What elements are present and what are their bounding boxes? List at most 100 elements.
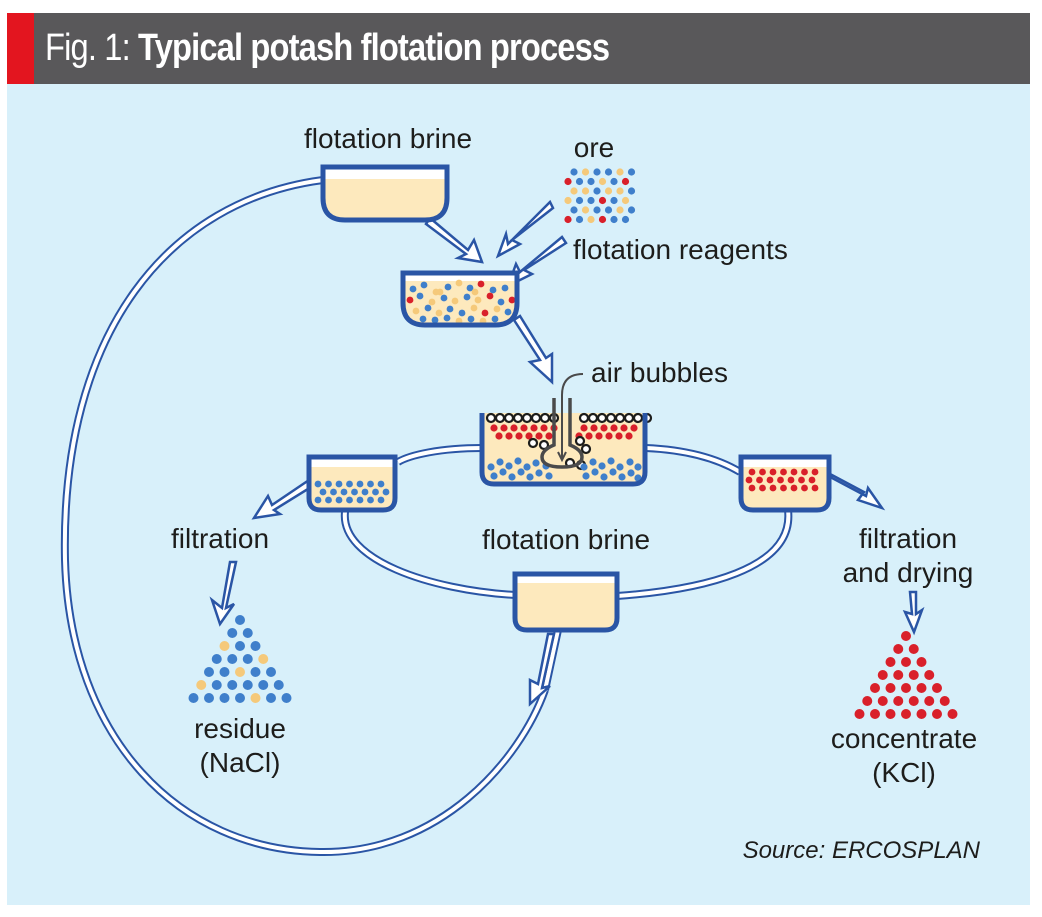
mixer-particle bbox=[428, 298, 436, 306]
air-bubbles-leader bbox=[561, 373, 584, 396]
kcl-particle bbox=[620, 424, 628, 432]
ore-particle bbox=[598, 196, 607, 205]
nacl-particle bbox=[607, 457, 615, 465]
mixer-particle bbox=[412, 307, 420, 315]
ore-particle bbox=[610, 215, 618, 224]
residue-particle bbox=[242, 680, 253, 690]
residue-particle bbox=[227, 654, 238, 664]
arrow-brine-down-to-loop bbox=[528, 632, 556, 707]
air-bubble bbox=[580, 443, 592, 455]
kcl-particle bbox=[780, 468, 787, 476]
pipe-right-tank-to-brine bbox=[616, 509, 793, 600]
mixer-particle bbox=[440, 294, 448, 302]
residue-particle bbox=[227, 628, 238, 638]
air-bubble bbox=[494, 412, 506, 424]
ore-particle bbox=[581, 187, 590, 195]
air-bubble bbox=[623, 412, 635, 424]
label-air-bubbles: air bubbles bbox=[591, 357, 728, 388]
nacl-particle bbox=[356, 480, 364, 488]
kcl-particle bbox=[748, 468, 756, 476]
nacl-particle bbox=[382, 488, 390, 496]
ore-particle bbox=[587, 196, 595, 205]
nacl-particle bbox=[618, 473, 626, 481]
arrow-brine-to-mixer bbox=[424, 216, 484, 264]
nacl-particle bbox=[591, 468, 599, 476]
nacl-particle bbox=[523, 463, 531, 471]
ore-particle bbox=[621, 177, 630, 186]
nacl-particle bbox=[325, 496, 332, 504]
mixer-particle bbox=[446, 305, 454, 313]
kcl-particle bbox=[769, 468, 777, 476]
kcl-particle bbox=[777, 476, 784, 484]
ore-particle bbox=[581, 168, 590, 176]
concentrate-particle bbox=[947, 709, 958, 719]
tank-tailings bbox=[306, 454, 398, 513]
concentrate-particle bbox=[916, 683, 927, 693]
arrow-ore-to-mixer bbox=[495, 199, 555, 259]
nacl-particle bbox=[367, 480, 374, 488]
mixer-particle bbox=[435, 309, 443, 317]
concentrate-particle bbox=[916, 709, 927, 719]
concentrate-particle bbox=[862, 696, 873, 706]
ore-particle bbox=[575, 177, 584, 186]
residue-particle bbox=[188, 693, 199, 703]
ore-particle bbox=[627, 168, 636, 176]
kcl-particle bbox=[520, 424, 528, 432]
concentrate-particle bbox=[893, 696, 904, 706]
residue-particle bbox=[250, 641, 261, 651]
nacl-particle bbox=[526, 473, 534, 481]
tank-flotation-brine-bottom bbox=[512, 571, 620, 633]
residue-particle bbox=[204, 693, 214, 703]
nacl-particle bbox=[517, 468, 525, 476]
concentrate-particle bbox=[924, 670, 935, 680]
kcl-particle bbox=[540, 424, 548, 432]
pipe-brine-to-loop bbox=[541, 629, 562, 691]
mixer-particle bbox=[467, 315, 475, 323]
arrow-filtration-to-concentrate bbox=[902, 590, 925, 636]
figure-number: Fig. 1: bbox=[45, 27, 139, 69]
concentrate-particle bbox=[885, 709, 896, 719]
nacl-particle bbox=[377, 496, 385, 504]
residue-particle bbox=[204, 667, 214, 677]
mixer-particle bbox=[444, 283, 452, 291]
nacl-particle bbox=[508, 473, 516, 481]
air-bubble bbox=[587, 412, 599, 424]
concentrate-particle bbox=[908, 644, 919, 654]
nacl-particle bbox=[598, 462, 606, 470]
residue-pile-nacl bbox=[188, 615, 292, 703]
ore-particle bbox=[621, 196, 630, 205]
mixer-particle bbox=[493, 305, 501, 313]
label-filtration-and-drying-line2: and drying bbox=[843, 557, 974, 588]
mixer-particle bbox=[463, 293, 471, 301]
concentrate-particle bbox=[893, 670, 904, 680]
residue-particle bbox=[258, 654, 269, 664]
nacl-particle bbox=[580, 463, 588, 471]
mixer-particle bbox=[508, 296, 516, 304]
nacl-particle bbox=[627, 469, 635, 477]
tank-flotation-brine-top bbox=[320, 164, 450, 223]
kcl-particle bbox=[759, 484, 766, 492]
mixer-particle bbox=[477, 280, 485, 288]
mixer-particle bbox=[436, 288, 444, 296]
ore-particle bbox=[604, 168, 613, 176]
kcl-particle bbox=[530, 424, 538, 432]
ore-particle bbox=[587, 177, 595, 186]
ore-particle bbox=[564, 177, 572, 186]
pipe-return-loop bbox=[60, 176, 549, 857]
concentrate-particle bbox=[877, 696, 888, 706]
kcl-particle bbox=[515, 432, 523, 440]
ore-particle bbox=[616, 187, 624, 195]
ore-particle bbox=[570, 206, 578, 214]
nacl-particle bbox=[616, 463, 624, 471]
diagram-panel bbox=[7, 84, 1030, 905]
kcl-particle bbox=[610, 424, 618, 432]
flotation-cell bbox=[479, 373, 653, 487]
concentrate-particle bbox=[908, 696, 919, 706]
nacl-particle bbox=[634, 463, 642, 471]
kcl-particle bbox=[790, 468, 798, 476]
concentrate-particle bbox=[901, 683, 911, 693]
figure-title-text: Typical potash flotation process bbox=[138, 27, 610, 69]
nacl-particle bbox=[340, 488, 348, 496]
ore-particle bbox=[570, 187, 578, 195]
